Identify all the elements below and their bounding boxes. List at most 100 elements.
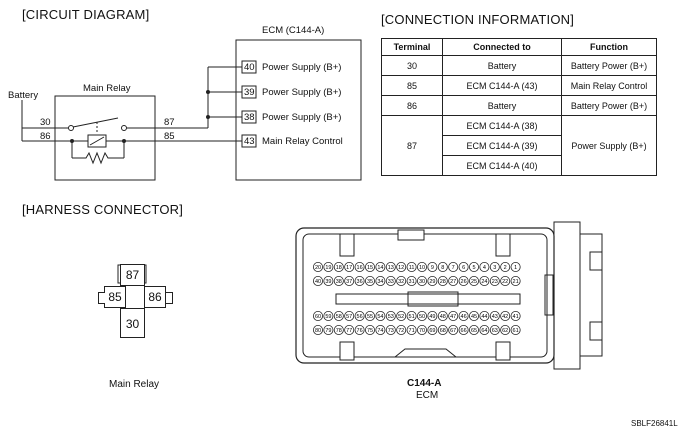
table-row: 87 ECM C144-A (38) Power Supply (B+) <box>381 115 657 176</box>
ecm-pin-label: 63 <box>492 328 498 334</box>
ecm-pin <box>510 261 521 272</box>
ecm-pin <box>427 310 438 321</box>
ecm-pin <box>458 275 469 286</box>
connection-table: Terminal Connected to Function 30 Batter… <box>381 38 657 176</box>
ecm-pin <box>489 310 500 321</box>
relay-contact-87 <box>121 125 127 131</box>
ecm-pin <box>312 275 323 286</box>
ecm-pin-label: 61 <box>513 328 519 334</box>
ecm-pin-label: 45 <box>471 314 477 320</box>
ecm-pin-label: 59 <box>325 314 331 320</box>
ecm-pin <box>406 324 417 335</box>
ecm-pin <box>458 310 469 321</box>
ecm-pin-label: 69 <box>429 328 435 334</box>
ecm-pin-label: 65 <box>471 328 477 334</box>
ecm-pin <box>468 310 479 321</box>
ecm-pin-name: Main Relay Control <box>262 136 343 147</box>
ecm-pin <box>396 310 407 321</box>
ecm-pin-label: 64 <box>481 328 487 334</box>
table-row: 85 ECM C144-A (43) Main Relay Control <box>381 75 657 96</box>
ecm-pin <box>510 310 521 321</box>
ecm-pin <box>437 310 448 321</box>
ecm-label: ECM (C144-A) <box>262 25 325 36</box>
relay-connector-pin-30: 30 <box>120 308 145 338</box>
cell-terminal: 30 <box>381 55 443 76</box>
cell-connected-to: ECM C144-A (38) <box>442 115 562 136</box>
ecm-pin-label: 24 <box>481 279 487 285</box>
ecm-pin <box>354 324 365 335</box>
ecm-pin <box>500 275 511 286</box>
ecm-pin <box>323 324 334 335</box>
ecm-pin <box>479 324 490 335</box>
ecm-pin <box>448 324 459 335</box>
ecm-pin-label: 79 <box>325 328 331 334</box>
ecm-pin <box>323 275 334 286</box>
ecm-pin <box>468 324 479 335</box>
cell-connected-to: ECM C144-A (43) <box>442 75 562 96</box>
ecm-pin-label: 74 <box>377 328 383 334</box>
ecm-pin-box <box>241 60 257 74</box>
ecm-pin <box>385 324 396 335</box>
cell-connected-to: Battery <box>442 95 562 116</box>
cell-connected-to: Battery <box>442 55 562 76</box>
ecm-pin-label: 53 <box>388 314 394 320</box>
ecm-pin-label: 66 <box>461 328 467 334</box>
ecm-pin-label: 33 <box>388 279 394 285</box>
ecm-pin <box>333 261 344 272</box>
ecm-pin-name: Power Supply (B+) <box>262 62 342 73</box>
ecm-pin-number: 43 <box>244 136 255 147</box>
ecm-pin <box>312 324 323 335</box>
ecm-pin-label: 26 <box>461 279 467 285</box>
ecm-pin-number: 40 <box>244 62 255 73</box>
relay-connector-tab-left <box>98 292 105 304</box>
ecm-pin-label: 4 <box>483 265 486 271</box>
main-relay-caption: Main Relay <box>109 379 160 390</box>
ecm-pin-label: 3 <box>493 265 496 271</box>
ecm-pin-label: 57 <box>346 314 352 320</box>
ecm-pin-label: 8 <box>441 265 444 271</box>
ecm-pin-label: 23 <box>492 279 498 285</box>
relay-resistor <box>72 151 124 165</box>
ecm-pin-label: 54 <box>377 314 383 320</box>
ecm-pin-label: 28 <box>440 279 446 285</box>
ecm-pin-label: 40 <box>315 279 321 285</box>
relay-pin-30-label: 30 <box>40 117 51 128</box>
ecm-pin <box>344 275 355 286</box>
ecm-pin <box>344 310 355 321</box>
ecm-connector-id: C144-A <box>407 378 442 389</box>
ecm-pin-label: 19 <box>325 265 331 271</box>
ecm-pin-label: 12 <box>398 265 404 271</box>
ecm-pin-label: 31 <box>409 279 415 285</box>
ecm-pin-box <box>241 134 257 148</box>
relay-coil-mark <box>89 136 105 146</box>
ecm-pin <box>406 261 417 272</box>
ecm-pin-label: 80 <box>315 328 321 334</box>
ecm-pin-label: 50 <box>419 314 425 320</box>
ecm-pin-label: 27 <box>450 279 456 285</box>
ecm-pin <box>510 275 521 286</box>
ecm-pin-label: 46 <box>461 314 467 320</box>
table-row: ECM C144-A (40) <box>382 155 657 176</box>
ecm-pin <box>375 261 386 272</box>
header-connected-to: Connected to <box>442 38 562 56</box>
ecm-pin-label: 2 <box>504 265 507 271</box>
ecm-pin-label: 13 <box>388 265 394 271</box>
ecm-pin-label: 10 <box>419 265 425 271</box>
header-function: Function <box>561 38 657 56</box>
ecm-pin <box>354 261 365 272</box>
ecm-pin-box <box>241 85 257 99</box>
ecm-pin-label: 37 <box>346 279 352 285</box>
ecm-pin <box>333 324 344 335</box>
ecm-pin-label: 7 <box>452 265 455 271</box>
ecm-pin <box>396 261 407 272</box>
ecm-pin <box>416 275 427 286</box>
ecm-pin-label: 6 <box>462 265 465 271</box>
ecm-pin-label: 30 <box>419 279 425 285</box>
ecm-pin <box>375 275 386 286</box>
ecm-pin <box>479 261 490 272</box>
ecm-pin-label: 58 <box>336 314 342 320</box>
ecm-connector-caption: ECM <box>416 390 439 401</box>
ecm-pin <box>354 310 365 321</box>
ecm-pin <box>510 324 521 335</box>
